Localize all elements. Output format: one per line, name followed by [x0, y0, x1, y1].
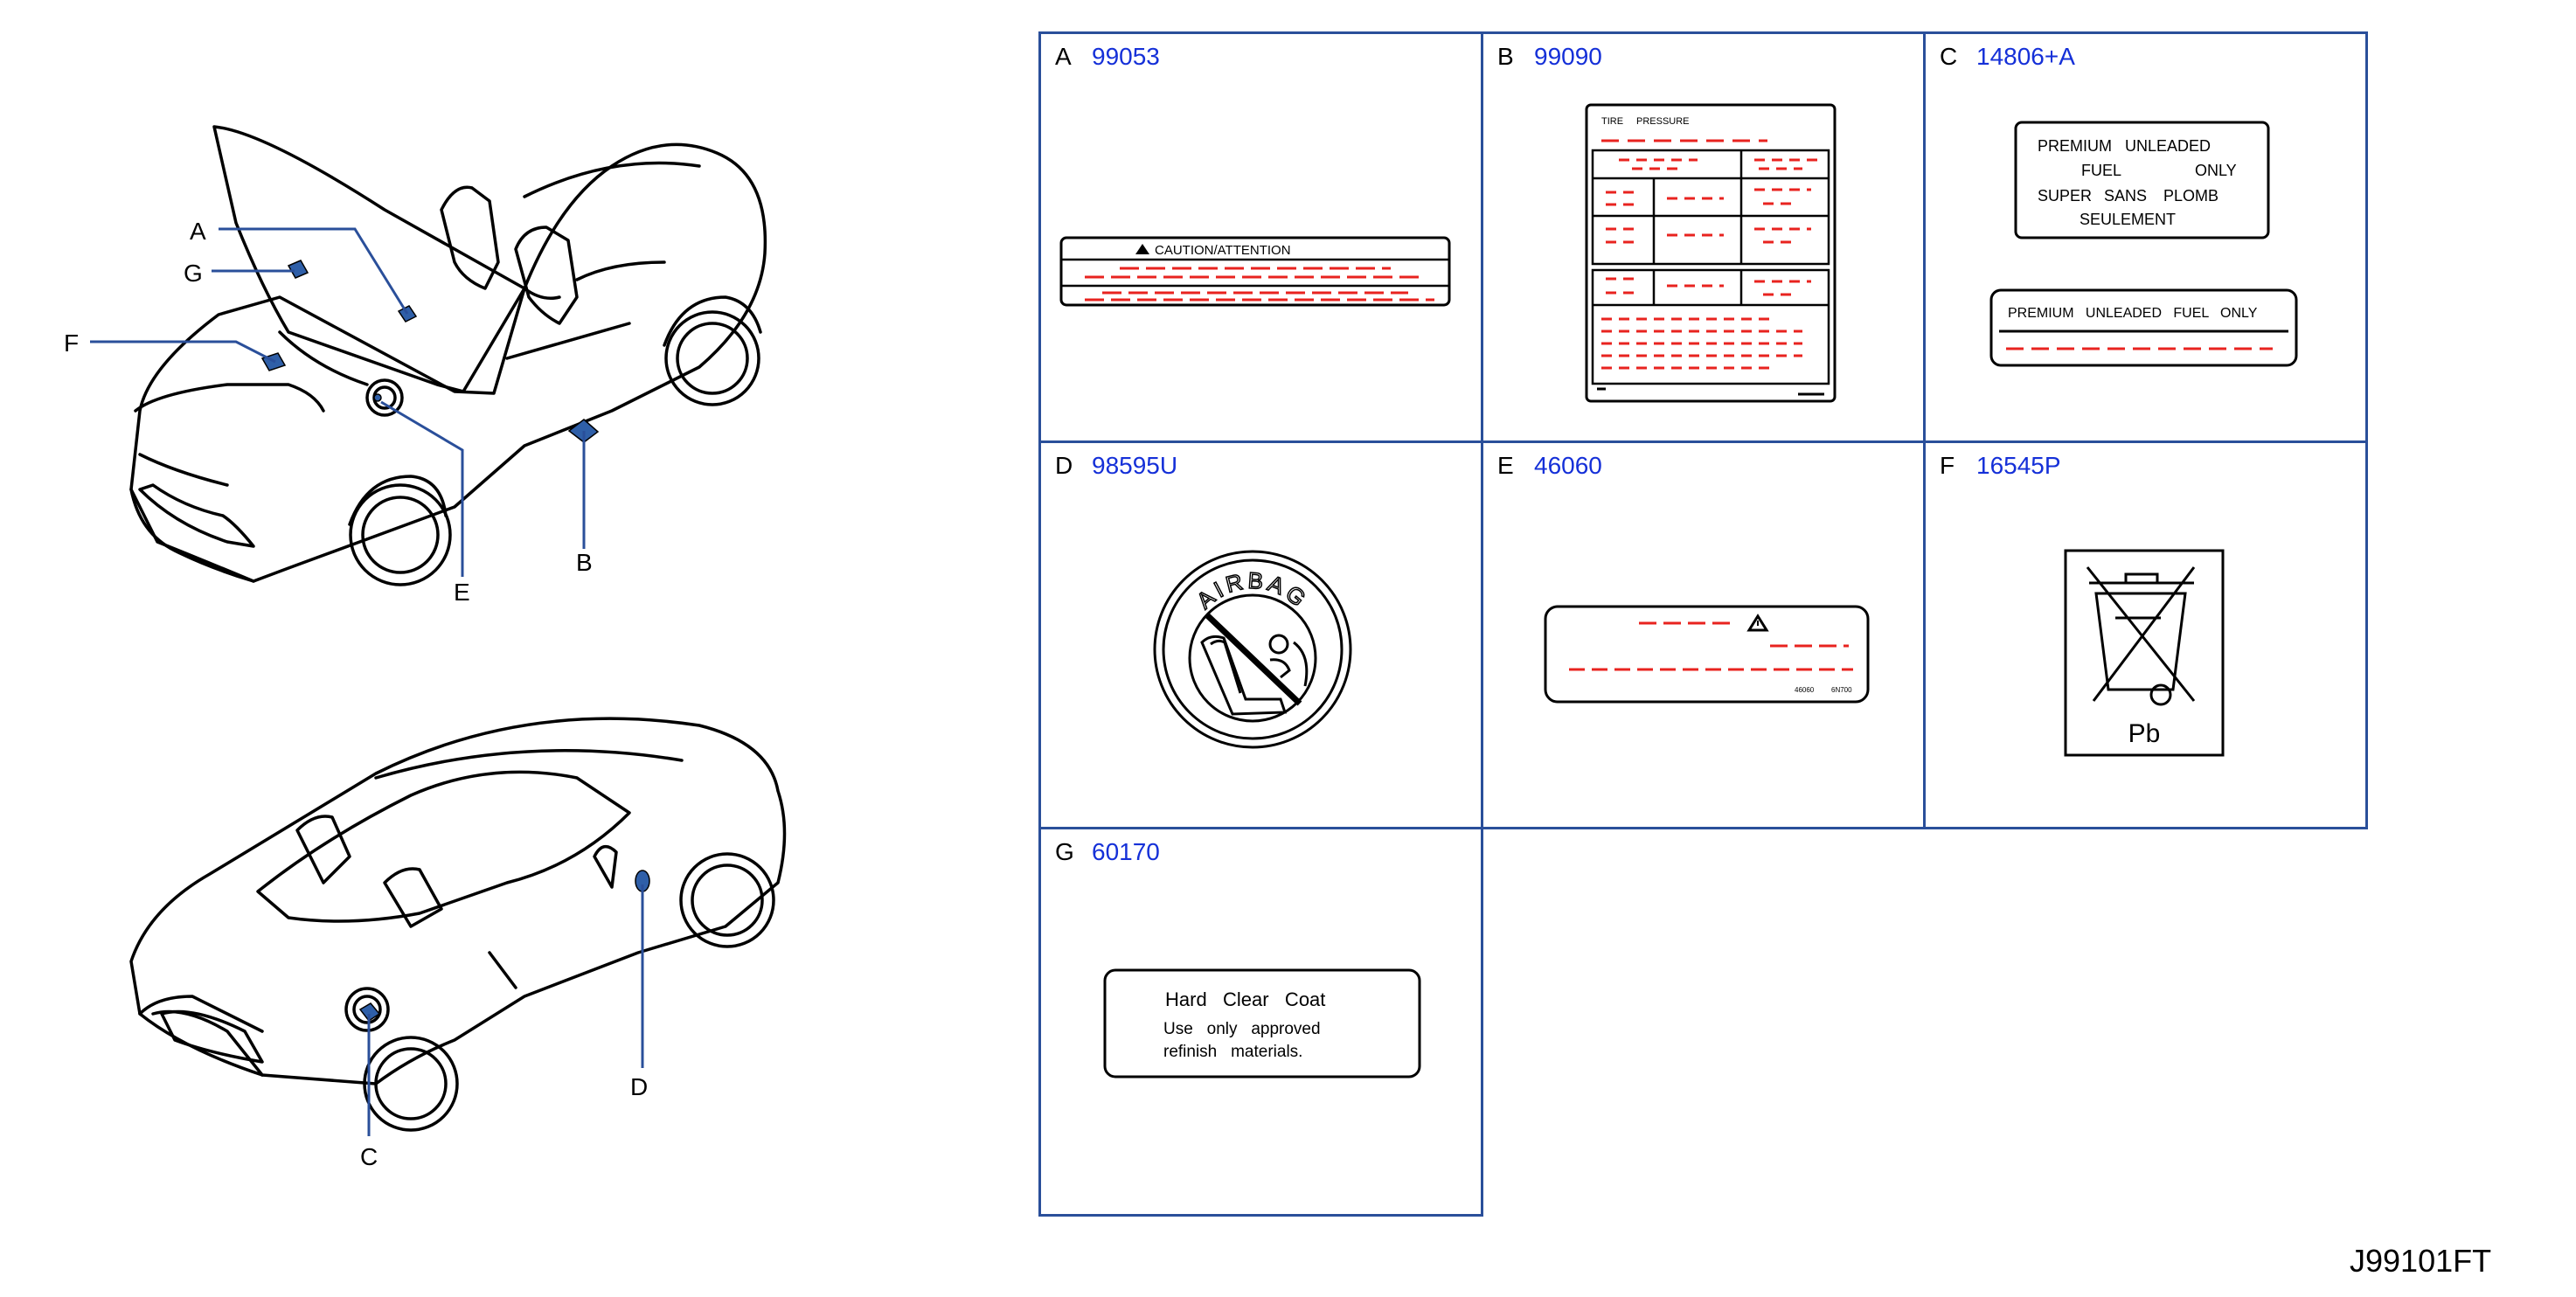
part-number: 16545P: [1976, 452, 2061, 479]
fuel-label-fr: PREMIUM UNLEADED FUEL ONLY SUPER SANS PL…: [2014, 121, 2270, 239]
warning-label-e: 46060 6N700: [1544, 605, 1870, 704]
callout-f: F: [64, 329, 80, 357]
cell-g: G 60170 Hard Clear Coat Use only approve…: [1038, 827, 1483, 1217]
cell-letter: A: [1055, 43, 1072, 70]
fuel-fr-word: SUPER: [2038, 187, 2092, 205]
part-number: 60170: [1092, 838, 1160, 865]
car-illustrations: [90, 125, 787, 1136]
tire-header-1: TIRE: [1601, 116, 1623, 127]
cell-a: A 99053 CAUTION/ATTENTION: [1038, 31, 1483, 443]
callout-b: B: [576, 549, 593, 576]
cell-e: E 46060 46060 6N700: [1481, 440, 1926, 829]
leader-e: [380, 400, 464, 577]
marker-c: [358, 1002, 381, 1023]
part-number: 99053: [1092, 43, 1160, 70]
callout-e: E: [454, 579, 470, 606]
diagram-code: J99101FT: [2350, 1243, 2492, 1279]
car-bottom-rear: [129, 717, 787, 1132]
caution-title: CAUTION/ATTENTION: [1155, 243, 1291, 258]
car-top-hood-open: [129, 125, 767, 586]
label-markers: [260, 260, 650, 1023]
cell-letter: E: [1497, 452, 1514, 479]
cell-letter: B: [1497, 43, 1514, 70]
leader-a: [219, 227, 409, 315]
fuel-fr-word: ONLY: [2195, 162, 2237, 179]
fuel-fr-word: SEULEMENT: [2080, 211, 2176, 228]
callout-g: G: [184, 260, 203, 287]
leader-f: [90, 340, 276, 364]
cell-letter: F: [1940, 452, 1955, 479]
hard-clear-coat-label: Hard Clear Coat Use only approved refini…: [1103, 968, 1421, 1079]
cell-f: F 16545P Pb: [1923, 440, 2368, 829]
marker-e: [373, 393, 382, 402]
e-small-2: 6N700: [1831, 686, 1852, 694]
fuel-fr-word: PLOMB: [2163, 187, 2218, 205]
cell-letter: G: [1055, 838, 1074, 865]
fuel-fr-word: UNLEADED: [2125, 137, 2211, 155]
coat-title: Hard Clear Coat: [1165, 988, 1325, 1010]
coat-line-2: refinish materials.: [1163, 1043, 1302, 1061]
part-number: 98595U: [1092, 452, 1178, 479]
callout-c: C: [360, 1143, 378, 1170]
part-number: 46060: [1534, 452, 1602, 479]
cell-c: C 14806+A PREMIUM UNLEADED FUEL ONLY SUP…: [1923, 31, 2368, 443]
cell-b: B 99090 TIRE PRESSURE: [1481, 31, 1926, 443]
cell-letter: D: [1055, 452, 1073, 479]
fuel-fr-word: FUEL: [2081, 162, 2121, 179]
fuel-label-en: PREMIUM UNLEADED FUEL ONLY: [1989, 288, 2298, 367]
airbag-text: AIRBAG: [1191, 567, 1314, 614]
tire-header-2: PRESSURE: [1636, 116, 1690, 127]
callout-a: A: [190, 218, 206, 245]
pb-text: Pb: [2128, 719, 2161, 748]
cell-letter: C: [1940, 43, 1958, 70]
part-number: 99090: [1534, 43, 1602, 70]
airbag-warning-icon: AIRBAG: [1153, 550, 1352, 749]
fuel-fr-word: PREMIUM: [2038, 137, 2112, 155]
part-number: 14806+A: [1976, 43, 2075, 70]
cell-d: D 98595U AIRBAG: [1038, 440, 1483, 829]
tire-pressure-label: TIRE PRESSURE: [1585, 103, 1837, 403]
fuel-en-text: PREMIUM UNLEADED FUEL ONLY: [2008, 306, 2258, 321]
coat-line-1: Use only approved: [1163, 1020, 1321, 1038]
e-small-1: 46060: [1795, 686, 1815, 694]
callout-d: D: [630, 1073, 649, 1100]
recycle-bin-pb-icon: Pb: [2064, 549, 2225, 757]
fuel-fr-word: SANS: [2104, 187, 2147, 205]
caution-label: CAUTION/ATTENTION: [1059, 236, 1451, 307]
marker-g: [287, 260, 309, 279]
